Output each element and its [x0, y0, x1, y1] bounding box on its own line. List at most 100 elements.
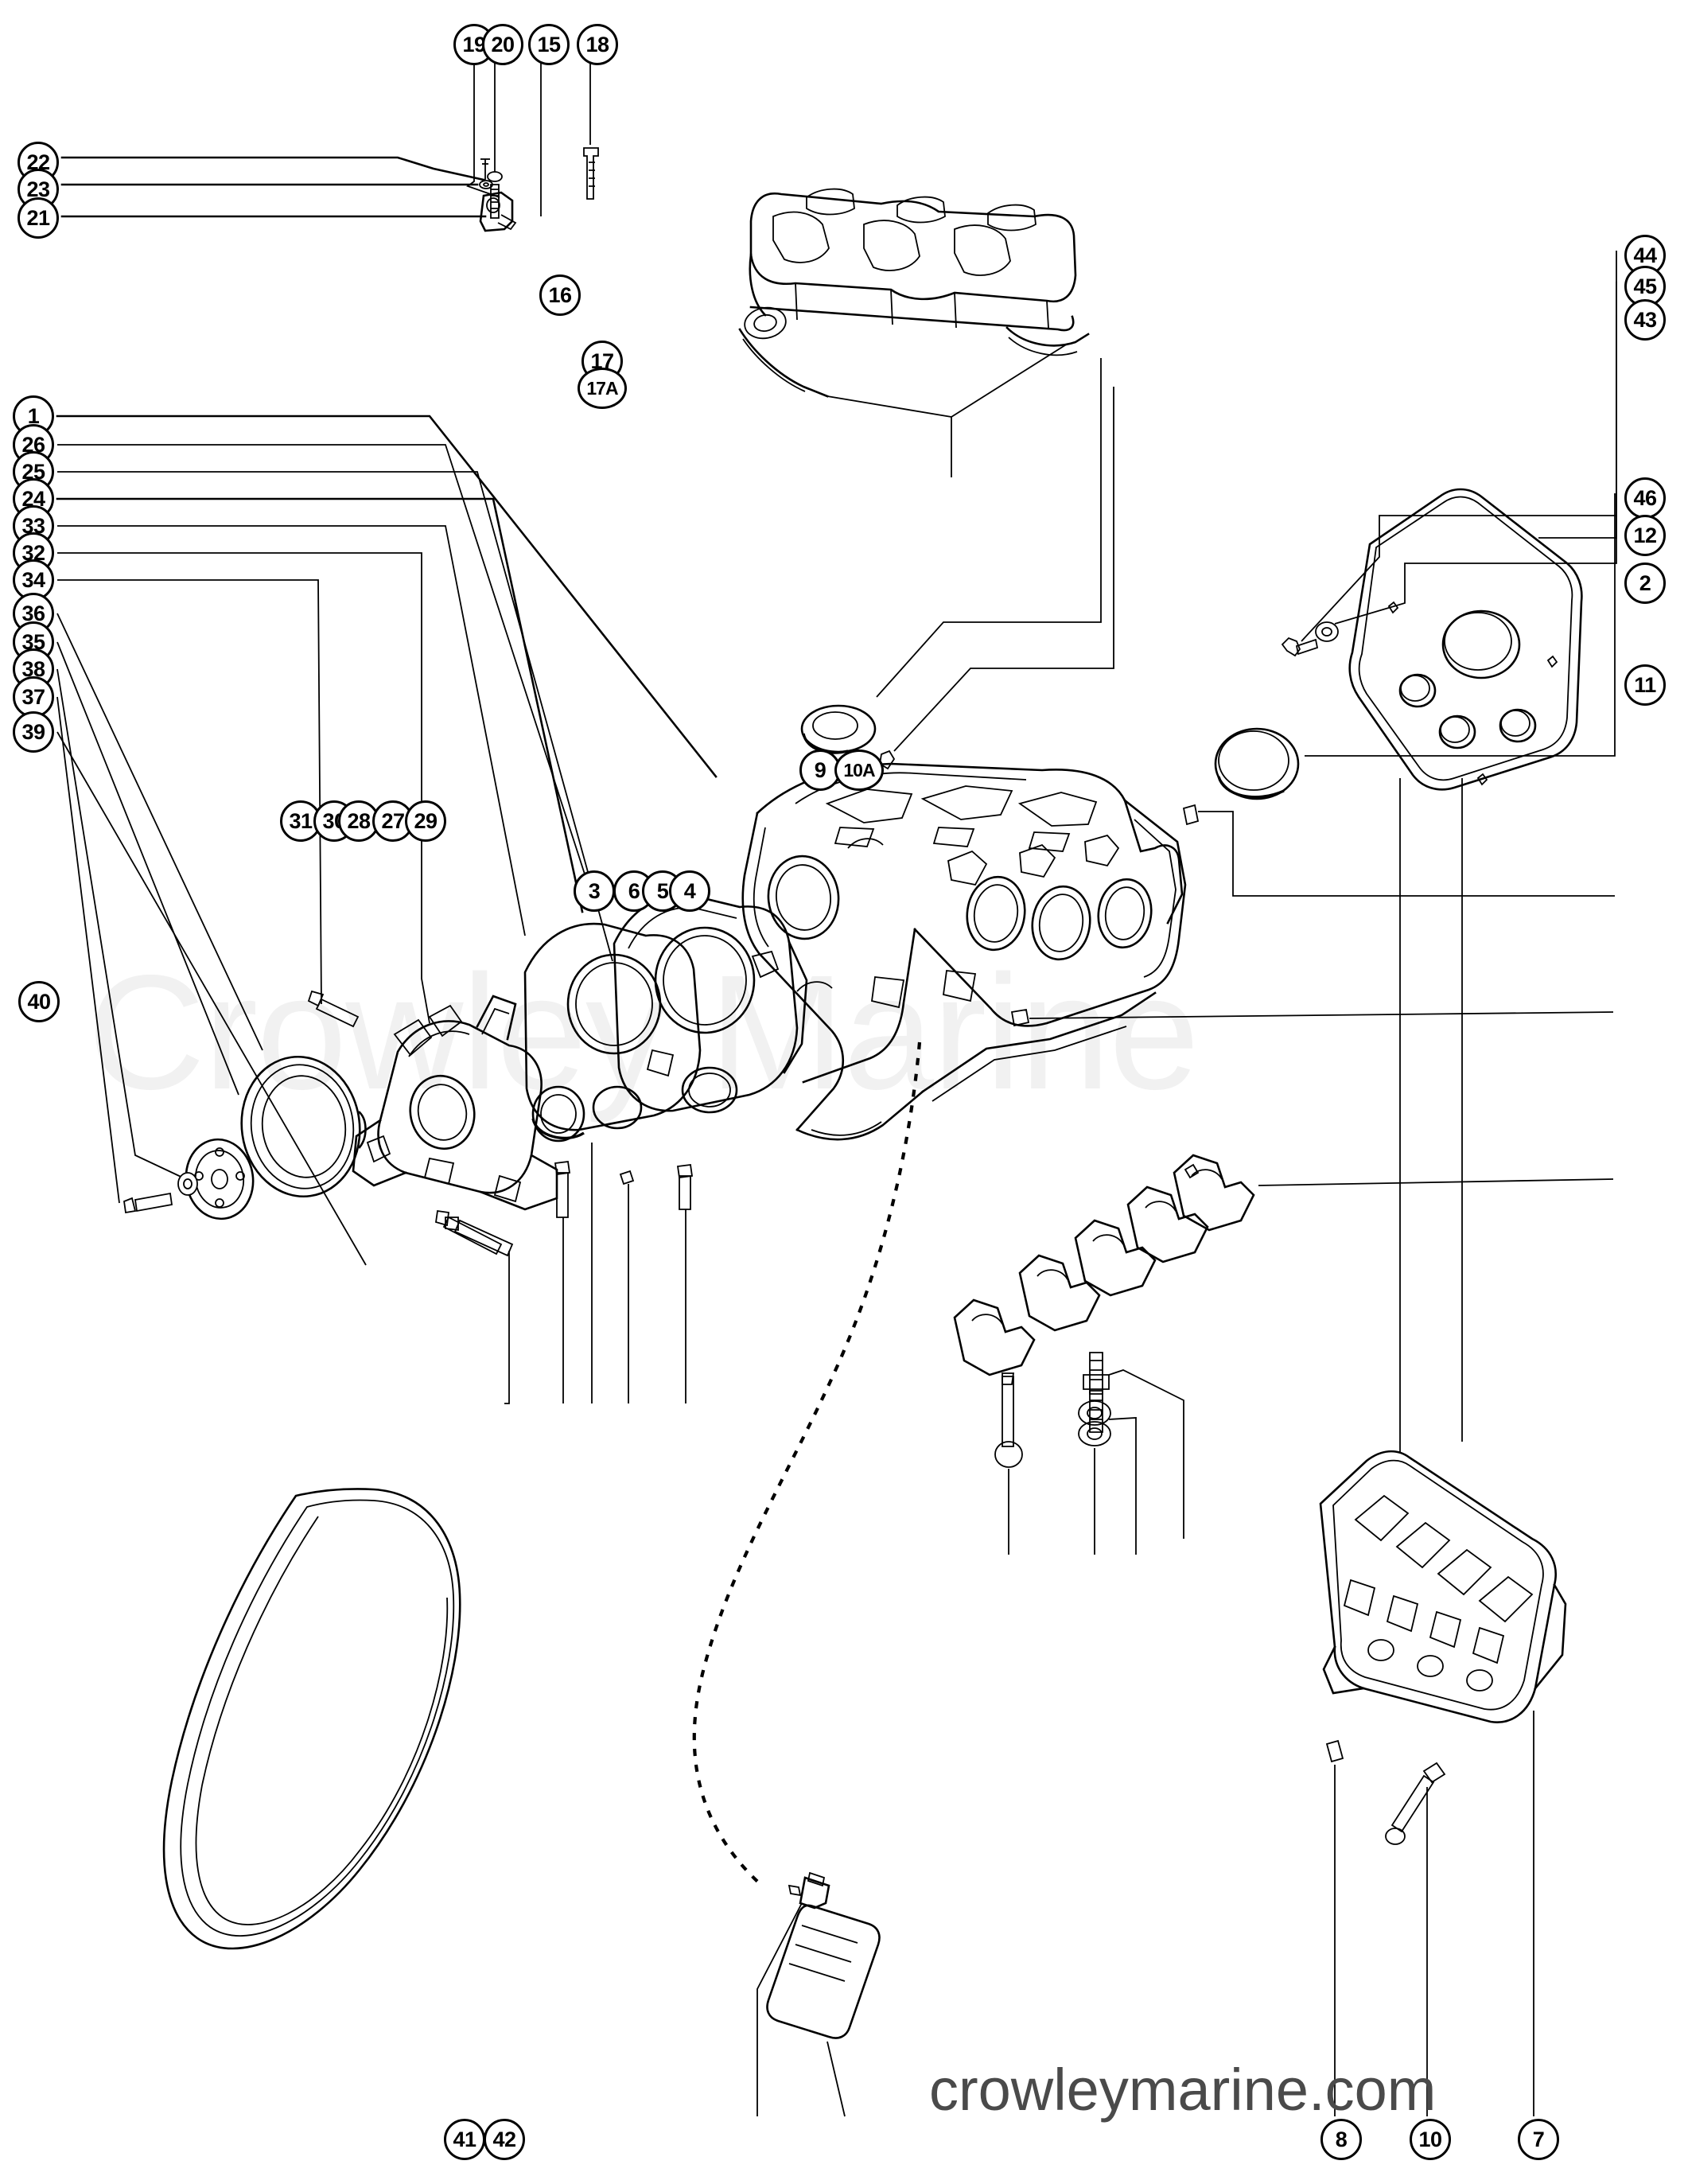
callout-43[interactable]: 43 — [1624, 299, 1666, 341]
callout-label: 16 — [548, 282, 572, 307]
callout-4[interactable]: 4 — [669, 870, 710, 912]
callout-label: 39 — [21, 719, 45, 744]
part-45-washer — [1316, 622, 1338, 641]
callout-label: 43 — [1633, 307, 1657, 332]
part-10-bolt — [1386, 1763, 1445, 1844]
part-3-bolt — [995, 1373, 1022, 1467]
callout-20[interactable]: 20 — [482, 24, 523, 65]
part-2-dowel — [1012, 1010, 1029, 1026]
part-36-pulley — [232, 1049, 368, 1205]
part-25-timing-gasket — [525, 924, 700, 1130]
callout-39[interactable]: 39 — [13, 711, 54, 753]
part-18-bolt — [584, 148, 598, 199]
callout-label: 28 — [347, 808, 371, 833]
callout-label: 23 — [26, 177, 50, 201]
callout-label: 45 — [1633, 274, 1657, 298]
callout-label: 29 — [414, 808, 438, 833]
callout-label: 10A — [843, 759, 875, 781]
watermark-crowley-marine: Crowley Marine — [88, 941, 1200, 1123]
callout-label: 36 — [21, 601, 45, 625]
part-23-washer — [480, 181, 492, 189]
part-12-dowel-pin — [1184, 805, 1198, 824]
callout-label: 42 — [492, 2127, 516, 2151]
callout-11[interactable]: 11 — [1624, 664, 1666, 706]
footer-watermark-crowleymarine: crowleymarine.com — [929, 2057, 1437, 2123]
callout-42[interactable]: 42 — [484, 2119, 525, 2160]
part-17-seal — [802, 706, 875, 753]
part-43-flywheel-housing — [1350, 489, 1582, 789]
callout-label: 5 — [656, 878, 669, 903]
part-24-timing-cover — [614, 895, 807, 1112]
callout-10a[interactable]: 10A — [834, 749, 884, 791]
callout-label: 20 — [491, 32, 515, 56]
part-30-bolt — [555, 1162, 570, 1217]
part-9-cylinder-head — [1320, 1451, 1565, 1722]
part-22-screw — [480, 159, 490, 180]
callout-label: 46 — [1633, 485, 1657, 510]
callout-45[interactable]: 45 — [1624, 266, 1666, 307]
part-8-dowel — [1327, 1741, 1343, 1762]
part-42-oil-filter — [768, 1906, 880, 2038]
callout-label: 41 — [453, 2127, 476, 2151]
callout-label: 11 — [1634, 672, 1656, 697]
callout-7[interactable]: 7 — [1518, 2119, 1559, 2160]
callout-41[interactable]: 41 — [444, 2119, 485, 2160]
callout-label: 8 — [1335, 2127, 1348, 2151]
part-31-long-bolt — [445, 1217, 512, 1256]
part-27-pin — [620, 1171, 633, 1184]
callout-label: 6 — [628, 878, 640, 903]
part-34-bolt — [309, 991, 358, 1026]
callout-label: 31 — [289, 808, 313, 833]
part-38-washer — [178, 1173, 197, 1195]
callout-17a[interactable]: 17A — [578, 368, 627, 409]
callout-8[interactable]: 8 — [1320, 2119, 1362, 2160]
callout-label: 7 — [1532, 2127, 1545, 2151]
callout-label: 3 — [588, 878, 601, 903]
part-4-stud — [1083, 1353, 1109, 1432]
callout-label: 44 — [1633, 243, 1657, 267]
part-1-cylinder-block — [743, 764, 1185, 1139]
callout-label: 40 — [27, 989, 51, 1014]
callout-15[interactable]: 15 — [528, 24, 570, 65]
callout-label: 17A — [586, 377, 618, 399]
part-33-water-pump — [353, 996, 557, 1209]
callout-12[interactable]: 12 — [1624, 515, 1666, 556]
part-21-bracket — [480, 193, 515, 231]
callout-label: 4 — [683, 878, 696, 903]
callout-21[interactable]: 21 — [18, 197, 59, 239]
callout-37[interactable]: 37 — [13, 676, 54, 718]
callout-3[interactable]: 3 — [574, 870, 615, 912]
part-6-washer — [1079, 1401, 1110, 1425]
callout-10[interactable]: 10 — [1410, 2119, 1451, 2160]
callout-label: 18 — [585, 32, 609, 56]
part-46-seal-ring — [1215, 729, 1298, 799]
callout-label: 37 — [21, 684, 45, 709]
part-20-stud — [488, 172, 502, 218]
callout-label: 34 — [21, 567, 45, 592]
part-41-filter-adapter — [789, 1873, 829, 1908]
callout-18[interactable]: 18 — [577, 24, 618, 65]
part-40-drive-belt — [164, 1489, 460, 1948]
callout-16[interactable]: 16 — [539, 274, 581, 316]
callout-46[interactable]: 46 — [1624, 477, 1666, 519]
part-28-seal — [533, 1087, 584, 1141]
part-11-main-bearing-caps — [955, 1155, 1254, 1375]
callout-label: 1 — [27, 403, 40, 428]
callout-2[interactable]: 2 — [1624, 563, 1666, 604]
part-15-intake-manifold — [740, 189, 1088, 396]
callout-40[interactable]: 40 — [18, 981, 60, 1022]
callout-label: 15 — [537, 32, 561, 56]
callout-label: 21 — [26, 205, 50, 230]
callout-label: 38 — [21, 656, 45, 681]
part-37-bolt — [124, 1193, 172, 1213]
part-29-bolt — [678, 1165, 692, 1209]
callout-label: 27 — [381, 808, 405, 833]
part-44-bolt — [1282, 638, 1317, 656]
callout-label: 9 — [814, 757, 826, 782]
callout-29[interactable]: 29 — [405, 800, 446, 842]
callout-label: 2 — [1639, 570, 1651, 595]
callout-label: 10 — [1418, 2127, 1442, 2151]
callout-label: 12 — [1633, 523, 1657, 547]
